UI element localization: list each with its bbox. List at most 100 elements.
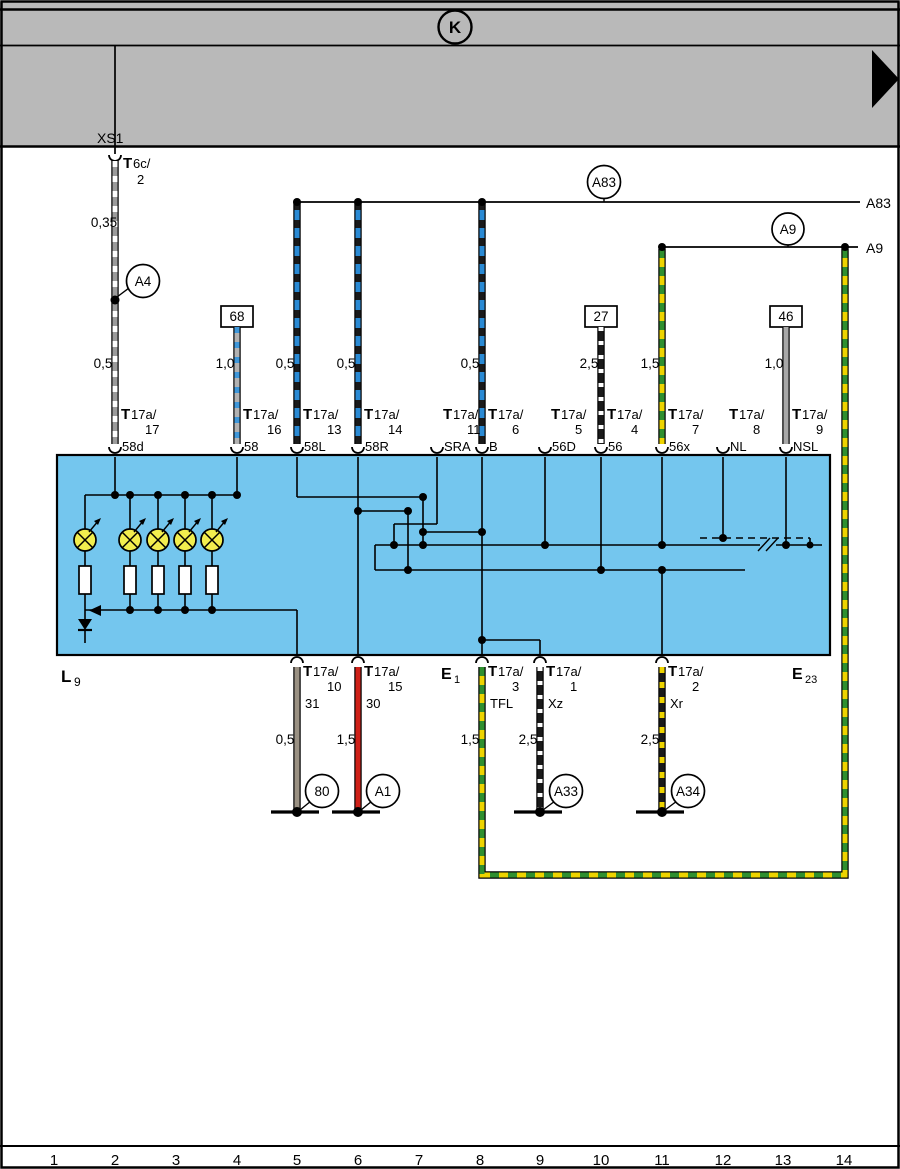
lamp-column-5 (200, 495, 228, 610)
svg-text:17a/: 17a/ (802, 407, 828, 422)
net-a83-end-label: A83 (866, 195, 891, 211)
terminal-num: 10 (327, 679, 341, 694)
pin-label: 56x (669, 439, 690, 454)
terminal-cup-icon (290, 446, 304, 454)
terminals-bottom: T 17a/ 10 31 0,5 T 17a/ 15 30 1,5 T 17a/… (276, 656, 704, 747)
terminal-cup-icon (108, 446, 122, 454)
component-e1-sub: 1 (454, 674, 460, 686)
svg-text:T: T (303, 406, 312, 423)
terminal-cup-icon (430, 446, 444, 454)
component-e1: E (441, 666, 452, 683)
ref-circle-a9 (771, 212, 805, 246)
svg-text:17a/: 17a/ (253, 407, 279, 422)
gauge-label: 1,5 (641, 356, 660, 371)
terminal-cup-icon (779, 446, 793, 454)
arrow-icon (221, 518, 228, 525)
svg-text:T: T (443, 406, 452, 423)
pin-label: 31 (305, 696, 319, 711)
lamp-column-3 (146, 495, 174, 610)
resistor-icon (78, 565, 92, 595)
wires-bottom (293, 249, 849, 879)
terminal-bottom-15: T 17a/ 15 30 1,5 (337, 656, 402, 747)
pin-label: 30 (366, 696, 380, 711)
scale-number: 13 (775, 1152, 792, 1169)
pin-label: NSL (793, 439, 818, 454)
arrow-icon (94, 518, 101, 525)
terminal-top-8: T 17a/ 8 NL (716, 406, 765, 454)
bus-arrow-icon (872, 50, 899, 108)
terminal-num: 4 (631, 422, 638, 437)
terminal-top-5: T 17a/ 5 56D (538, 406, 587, 454)
scale-number: 10 (593, 1152, 610, 1169)
ref-label-a33: A33 (554, 784, 578, 799)
lamp-column-1 (73, 495, 101, 610)
terminals-top: T 17a/ 17 58d 0,5 T 17a/ 16 58 1,0 T 17a… (94, 356, 828, 454)
terminal-num: 15 (388, 679, 402, 694)
svg-text:T: T (243, 406, 252, 423)
svg-text:T: T (121, 406, 130, 423)
ref-circle-a34 (670, 773, 706, 809)
terminal-num: 16 (267, 422, 281, 437)
terminal-top-17: T 17a/ 17 58d 0,5 (94, 356, 160, 454)
terminal-top-6: T 17a/ 6 B 0,5 (461, 356, 524, 454)
arrow-icon (194, 518, 201, 525)
terminal-top-9: T 17a/ 9 NSL 1,0 (765, 356, 828, 454)
terminal-num: 7 (692, 422, 699, 437)
svg-text:17a/: 17a/ (453, 407, 479, 422)
terminal-num: 1 (570, 679, 577, 694)
scale-number: 9 (536, 1152, 544, 1169)
pin-label: 58 (244, 439, 258, 454)
terminal-cup-icon (351, 446, 365, 454)
terminal-num: 2 (692, 679, 699, 694)
wires-top (233, 202, 790, 444)
scale-number: 6 (354, 1152, 362, 1169)
svg-text:T: T (364, 406, 373, 423)
resistor-icon (205, 565, 219, 595)
connector-cup-icon (108, 154, 122, 162)
svg-text:T: T (729, 406, 738, 423)
terminal-num: 8 (753, 422, 760, 437)
svg-text:T: T (607, 406, 616, 423)
svg-text:17a/: 17a/ (131, 407, 157, 422)
pin-label: B (489, 439, 498, 454)
ref-circle-a1 (365, 773, 401, 809)
svg-text:17a/: 17a/ (374, 664, 400, 679)
svg-text:T: T (792, 406, 801, 423)
gauge-label: 0,5 (276, 732, 295, 747)
diode-branch (78, 605, 101, 643)
svg-text:T: T (488, 663, 497, 680)
svg-text:T: T (668, 663, 677, 680)
inline-box-27-label: 27 (593, 309, 608, 324)
terminal-cup-icon (475, 446, 489, 454)
gauge-label: 2,5 (641, 732, 660, 747)
connector-pin: 2 (137, 172, 144, 187)
bus-band: K (0, 2, 900, 148)
svg-text:17a/: 17a/ (374, 407, 400, 422)
terminal-num: 3 (512, 679, 519, 694)
terminal-num: 17 (145, 422, 159, 437)
pin-label: 58R (365, 439, 389, 454)
ref-label-80: 80 (314, 784, 329, 799)
terminal-top-4: T 17a/ 4 56 2,5 (580, 356, 643, 454)
gauge-label: 2,5 (580, 356, 599, 371)
terminal-top-13: T 17a/ 13 58L 0,5 (276, 356, 342, 454)
svg-text:17a/: 17a/ (678, 664, 704, 679)
pin-label: SRA (444, 439, 471, 454)
ref-circle-80 (304, 773, 340, 809)
svg-text:17a/: 17a/ (739, 407, 765, 422)
scale-number: 5 (293, 1152, 301, 1169)
svg-text:T: T (551, 406, 560, 423)
lamp-column-2 (118, 495, 146, 610)
ref-circle-a33 (548, 773, 584, 809)
terminal-num: 14 (388, 422, 402, 437)
terminal-cup-icon (538, 446, 552, 454)
gauge-label: 1,5 (461, 732, 480, 747)
connector-t: T (123, 155, 132, 172)
control-box-body (55, 453, 832, 657)
arrow-icon (139, 518, 146, 525)
bus-k-circle (437, 9, 473, 45)
control-box (55, 453, 832, 657)
scale-number: 7 (415, 1152, 423, 1169)
